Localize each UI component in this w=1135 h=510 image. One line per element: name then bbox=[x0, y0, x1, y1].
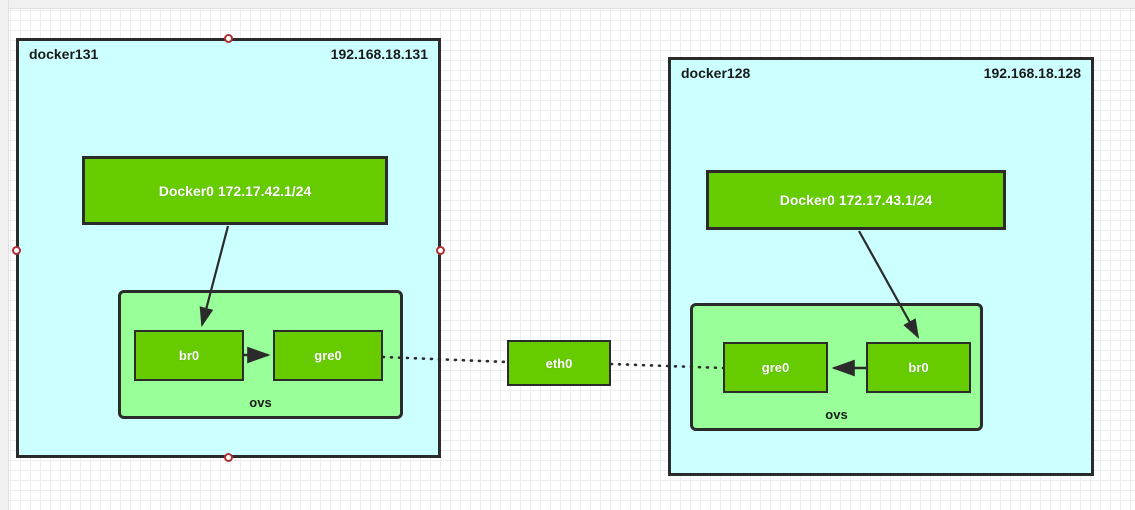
docker0-node-docker131[interactable]: Docker0 172.17.42.1/24 bbox=[82, 156, 388, 225]
gre0-label: gre0 bbox=[314, 348, 342, 363]
eth0-label: eth0 bbox=[545, 355, 573, 371]
resize-handle-left[interactable] bbox=[12, 246, 21, 255]
host-name-label: docker131 bbox=[29, 46, 99, 62]
br0-node-docker131[interactable]: br0 bbox=[134, 330, 244, 381]
ovs-group-label: ovs bbox=[825, 407, 848, 422]
ruler-left bbox=[0, 0, 9, 510]
docker0-label: Docker0 172.17.42.1/24 bbox=[158, 182, 312, 199]
host-name-label: docker128 bbox=[681, 65, 751, 81]
host-ip-label: 192.168.18.128 bbox=[983, 65, 1081, 81]
docker0-label: Docker0 172.17.43.1/24 bbox=[779, 192, 933, 208]
eth0-node[interactable]: eth0 bbox=[507, 340, 611, 386]
gre0-label: gre0 bbox=[761, 360, 790, 375]
ruler-top bbox=[0, 0, 1135, 9]
br0-label: br0 bbox=[178, 348, 200, 363]
br0-label: br0 bbox=[908, 360, 929, 375]
gre0-node-docker131[interactable]: gre0 bbox=[273, 330, 383, 381]
host-ip-label: 192.168.18.131 bbox=[330, 46, 428, 62]
br0-node-docker128[interactable]: br0 bbox=[866, 342, 971, 393]
docker0-node-docker128[interactable]: Docker0 172.17.43.1/24 bbox=[706, 170, 1006, 230]
resize-handle-bottom[interactable] bbox=[224, 453, 233, 462]
resize-handle-right[interactable] bbox=[436, 246, 445, 255]
resize-handle-top[interactable] bbox=[224, 34, 233, 43]
gre0-node-docker128[interactable]: gre0 bbox=[723, 342, 828, 393]
ovs-group-label: ovs bbox=[249, 395, 272, 410]
